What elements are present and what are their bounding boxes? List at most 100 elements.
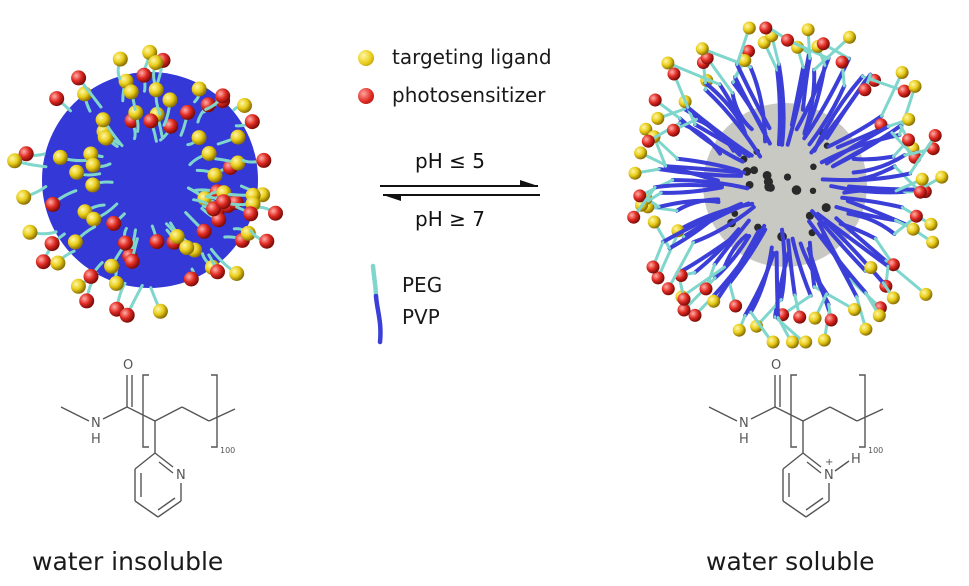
photosensitizer-legend-label: photosensitizer [392,83,546,107]
photosensitizer-sphere [45,196,61,212]
ligand-sphere [85,177,101,193]
pvp-chain [834,205,898,223]
ligand-sphere [886,291,900,305]
core-pore [762,170,772,180]
pvp-chain [798,241,829,296]
peg-chain [908,134,937,175]
ligand-sphere [52,149,68,165]
peg-chain [880,71,904,118]
ligand-sphere [926,235,940,249]
photosensitizer-sphere [259,233,275,249]
ligand-sphere [864,261,878,274]
pvp-chain [715,229,761,301]
ligand-sphere [919,287,933,301]
repeat-count-label: 100 [868,446,883,455]
equilibrium-arrows [380,180,540,201]
photosensitizer-sphere [902,133,915,147]
ligand-sphere [207,167,223,183]
ligand-sphere [742,21,756,35]
ligand-legend-dot [358,50,374,66]
ligand-sphere [123,84,139,100]
pvp-chain [840,195,905,210]
photosensitizer-sphere [816,37,830,51]
pvp-legend-label: PVP [402,305,440,329]
pvp-chain [786,238,797,297]
ligand-sphere [785,335,799,349]
ligand-sphere [695,42,709,56]
photosensitizer-sphere [667,67,681,81]
ligand-sphere [915,172,929,186]
ligand-sphere [128,105,144,121]
ligand-sphere [67,234,83,250]
pvp-chain [692,227,741,275]
insoluble-structure: O N H N 100 [60,358,236,518]
pvp-chain [846,211,897,236]
ligand-sphere [634,146,648,160]
photosensitizer-sphere [180,104,195,120]
ligand-sphere [651,111,665,125]
ligand-sphere [661,56,675,70]
pvp-chain [776,62,786,147]
photosensitizer-sphere [244,114,260,130]
photosensitizer-sphere [200,97,216,113]
peg-chain [680,265,726,299]
pvp-chain [670,178,750,191]
ligand-sphere [69,164,85,180]
pvp-chain [812,74,865,153]
ligand-sphere [179,240,195,256]
pvp-chain [663,164,747,175]
core-pore [809,187,817,195]
photosensitizer-sphere [648,93,662,107]
pvp-chain [775,68,782,147]
pvp-chain [735,62,772,131]
photosensitizer-sphere [666,123,680,137]
reverse-condition-label: pH ≥ 7 [415,207,485,231]
ligand-sphere [230,129,246,145]
ligand-sphere [86,211,102,227]
forward-condition-label: pH ≤ 5 [415,149,485,173]
photosensitizer-sphere [44,236,60,252]
core-pore [750,166,759,175]
ligand-sphere [112,51,128,67]
photosensitizer-sphere [886,258,900,272]
photosensitizer-sphere [781,33,794,47]
ligand-sphere [191,81,207,97]
pvp-chain [659,185,724,195]
core-pore [766,183,775,192]
photosensitizer-sphere [824,313,838,327]
ring-hydrogen-label: H [851,452,861,467]
carbonyl-oxygen-label: O [123,358,133,373]
photosensitizer-sphere [858,83,872,97]
pvp-chain [713,234,752,280]
pvp-chain [774,250,780,320]
photosensitizer-legend-dot [358,88,374,104]
ligand-sphere [738,54,752,67]
peg-chain [705,56,734,95]
ligand-sphere [148,82,164,98]
pvp-chain [802,67,817,135]
peg-chain [666,61,722,86]
ligand-sphere [924,217,938,231]
photosensitizer-sphere [759,21,773,35]
pvp-chain [824,124,891,166]
core-pore [783,173,792,181]
photosensitizer-sphere [661,282,675,296]
ligand-sphere [7,153,23,169]
pvp-chain [685,105,754,158]
pvp-chain [703,87,763,159]
ligand-sphere [104,258,120,274]
pvp-chain [717,82,748,136]
peg-chain [656,227,682,280]
ligand-sphere [22,224,38,240]
photosensitizer-sphere [183,271,199,287]
ligand-sphere [230,155,246,171]
ligand-sphere [707,294,721,308]
ligand-sphere [229,266,245,281]
insoluble-nanoparticle [7,44,283,323]
ligand-sphere [152,303,168,319]
pvp-chain [691,205,756,245]
ligand-sphere [95,112,111,128]
ligand-sphere [148,55,164,71]
photosensitizer-sphere [256,152,272,168]
photosensitizer-sphere [35,254,51,270]
